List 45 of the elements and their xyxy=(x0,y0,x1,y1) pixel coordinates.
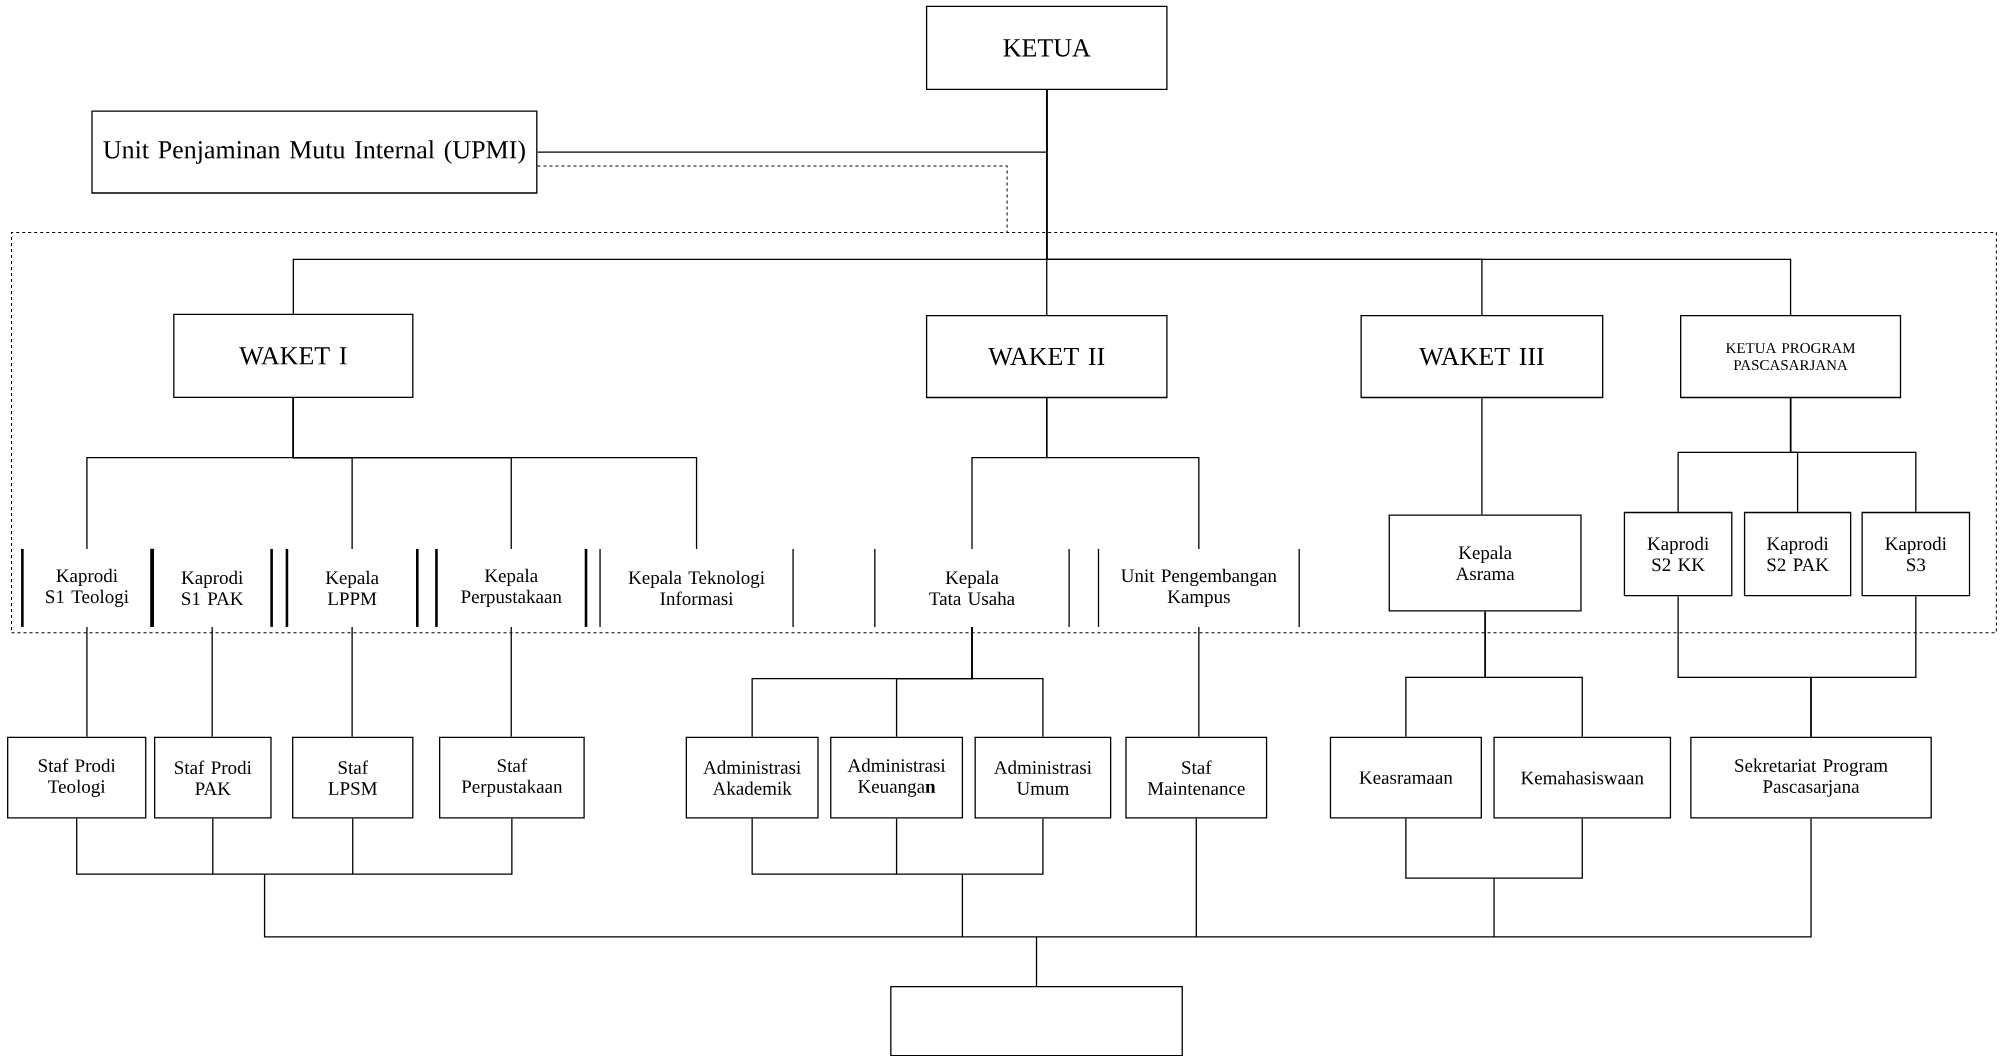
connector-line xyxy=(1481,397,1483,516)
org-box: Administrasi Umum xyxy=(974,736,1112,819)
org-box: Staf Prodi PAK xyxy=(154,736,272,819)
org-box: Unit Penjaminan Mutu Internal (UPMI) xyxy=(91,110,538,194)
connector-line xyxy=(1789,397,1917,513)
connector-line xyxy=(86,626,88,738)
connector-line xyxy=(1046,89,1792,316)
org-box: WAKET III xyxy=(1360,315,1604,399)
empty-box xyxy=(890,986,1183,1056)
connector-line xyxy=(510,626,512,738)
bracketed-label: Kaprodi S1 PAK xyxy=(151,548,273,627)
connector-line xyxy=(971,626,1044,738)
org-box: Kaprodi S2 PAK xyxy=(1743,511,1852,597)
connector-line xyxy=(1810,595,1917,738)
bracketed-label: Kaprodi S1 Teologi xyxy=(21,548,153,627)
org-box: Staf LPSM xyxy=(292,736,414,819)
connector-line xyxy=(292,397,698,550)
org-box: WAKET II xyxy=(925,315,1168,399)
bracketed-label: Kepala Teknologi Informasi xyxy=(599,548,794,628)
org-box: Administrasi Akademik xyxy=(685,736,819,819)
org-box: KETUA xyxy=(925,5,1168,91)
dashed-frame xyxy=(11,232,1997,634)
org-box: Kepala Asrama xyxy=(1388,514,1582,612)
org-box: Kemahasiswaan xyxy=(1493,736,1672,819)
connector-line xyxy=(211,626,213,738)
bracketed-label: Kepala LPPM xyxy=(285,548,419,627)
connector-line xyxy=(1198,626,1200,738)
connector-line xyxy=(351,626,353,738)
org-box: Keasramaan xyxy=(1329,736,1482,819)
org-box: Kaprodi S2 KK xyxy=(1623,511,1733,597)
bracketed-label: Unit Pengembangan Kampus xyxy=(1097,548,1300,628)
org-box: KETUA PROGRAM PASCASARJANA xyxy=(1680,315,1902,399)
org-box: Kaprodi S3 xyxy=(1861,511,1971,597)
org-box: Sekretariat Program Pascasarjana xyxy=(1690,736,1932,819)
org-box: Staf Perpustakaan xyxy=(439,736,585,819)
org-box: Administrasi Keuangan xyxy=(830,736,964,819)
org-box: Staf Maintenance xyxy=(1125,736,1268,819)
connector-line xyxy=(1484,610,1583,738)
bracketed-label: Kepala Perpustakaan xyxy=(435,548,588,627)
dashed-connector xyxy=(536,165,1008,233)
bracketed-label: Kepala Tata Usaha xyxy=(874,548,1070,628)
org-box: WAKET I xyxy=(173,313,414,399)
connector-line xyxy=(1046,397,1200,550)
org-box: Staf Prodi Teologi xyxy=(7,736,147,819)
connector-tree xyxy=(76,817,1812,987)
